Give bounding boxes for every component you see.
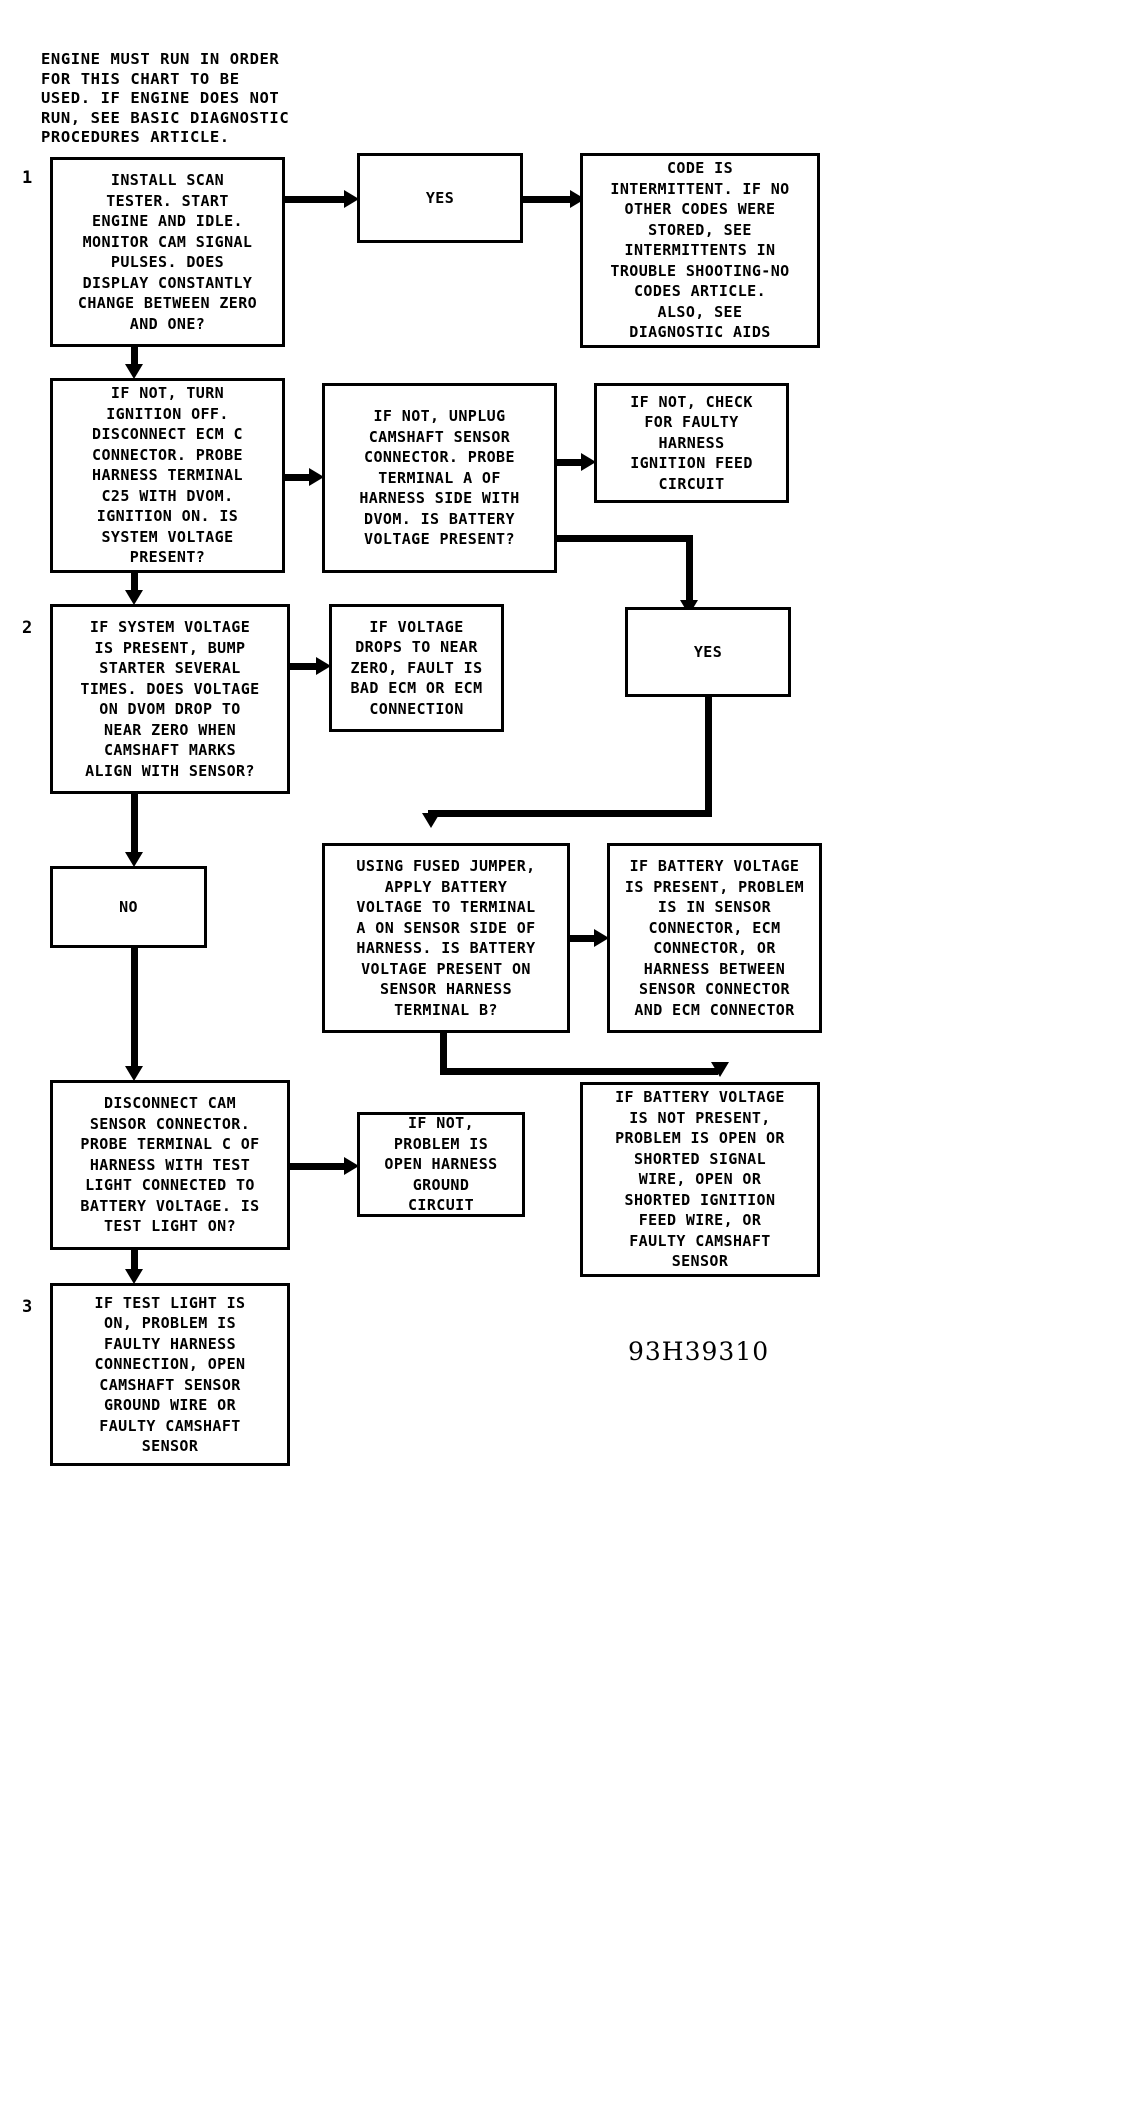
connector-n5-to-n6-line	[557, 459, 583, 466]
figure-code-label: 93H39310	[628, 1337, 770, 1366]
node-unplug-camshaft-sensor-connector[interactable]: IF NOT, UNPLUG CAMSHAFT SENSOR CONNECTOR…	[322, 383, 557, 573]
node-text: YES	[693, 642, 723, 661]
node-fused-jumper-apply-battery-voltage[interactable]: USING FUSED JUMPER, APPLY BATTERY VOLTAG…	[322, 843, 570, 1033]
connector-n5-to-yesmid-v	[686, 535, 693, 605]
connector-n4-to-n5-line	[285, 474, 311, 481]
connector-n5-to-n6-arrow	[581, 453, 596, 471]
step-marker-2: 2	[22, 618, 33, 638]
node-text: IF SYSTEM VOLTAGE IS PRESENT, BUMP START…	[80, 618, 260, 780]
node-bad-ecm-or-ecm-connection[interactable]: IF VOLTAGE DROPS TO NEAR ZERO, FAULT IS …	[329, 604, 504, 732]
node-yes-top[interactable]: YES	[357, 153, 523, 243]
connector-n13-to-n14-line	[290, 1163, 346, 1170]
connector-n7-to-no-arrow	[125, 852, 143, 867]
connector-n13-to-n16-arrow	[125, 1269, 143, 1284]
node-text: IF BATTERY VOLTAGE IS PRESENT, PROBLEM I…	[624, 857, 805, 1019]
connector-n1-to-n4-line	[131, 347, 138, 367]
connector-no-to-n13-arrow	[125, 1066, 143, 1081]
node-text: YES	[425, 188, 455, 207]
node-text: IF NOT, PROBLEM IS OPEN HARNESS GROUND C…	[384, 1114, 498, 1215]
connector-n11-to-n12-line	[570, 935, 596, 942]
connector-n11-to-n15-v	[440, 1033, 447, 1075]
connector-n13-to-n16-line	[131, 1250, 138, 1272]
node-text: IF BATTERY VOLTAGE IS NOT PRESENT, PROBL…	[615, 1088, 785, 1271]
node-text: USING FUSED JUMPER, APPLY BATTERY VOLTAG…	[356, 857, 536, 1019]
node-text: INSTALL SCAN TESTER. START ENGINE AND ID…	[77, 171, 258, 333]
connector-n4-to-n5-arrow	[309, 468, 324, 486]
connector-yesmid-to-n11-h	[428, 810, 712, 817]
node-disconnect-cam-sensor-connector[interactable]: DISCONNECT CAM SENSOR CONNECTOR. PROBE T…	[50, 1080, 290, 1250]
connector-n11-to-n15-h	[440, 1068, 718, 1075]
node-text: IF NOT, UNPLUG CAMSHAFT SENSOR CONNECTOR…	[359, 407, 520, 549]
node-bump-starter-several-times[interactable]: IF SYSTEM VOLTAGE IS PRESENT, BUMP START…	[50, 604, 290, 794]
connector-n4-to-n7-arrow	[125, 590, 143, 605]
node-text: IF NOT, TURN IGNITION OFF. DISCONNECT EC…	[92, 384, 243, 567]
node-probe-harness-terminal-c25[interactable]: IF NOT, TURN IGNITION OFF. DISCONNECT EC…	[50, 378, 285, 573]
node-text: IF NOT, CHECK FOR FAULTY HARNESS IGNITIO…	[630, 392, 753, 493]
node-text: DISCONNECT CAM SENSOR CONNECTOR. PROBE T…	[80, 1094, 260, 1236]
connector-n4-to-n7-line	[131, 573, 138, 593]
node-check-faulty-harness-ignition-feed[interactable]: IF NOT, CHECK FOR FAULTY HARNESS IGNITIO…	[594, 383, 789, 503]
node-install-scan-tester[interactable]: INSTALL SCAN TESTER. START ENGINE AND ID…	[50, 157, 285, 347]
step-marker-3: 3	[22, 1297, 33, 1317]
node-text: NO	[119, 897, 138, 916]
connector-n1-to-yes-arrow	[344, 190, 359, 208]
connector-n7-to-n8-line	[290, 663, 318, 670]
connector-n7-to-n8-arrow	[316, 657, 331, 675]
node-code-is-intermittent[interactable]: CODE IS INTERMITTENT. IF NO OTHER CODES …	[580, 153, 820, 348]
node-text: IF TEST LIGHT IS ON, PROBLEM IS FAULTY H…	[94, 1293, 246, 1456]
node-open-harness-ground-circuit[interactable]: IF NOT, PROBLEM IS OPEN HARNESS GROUND C…	[357, 1112, 525, 1217]
connector-yesmid-to-n11-arrow	[422, 813, 440, 828]
connector-n13-to-n14-arrow	[344, 1157, 359, 1175]
connector-n1-to-n4-arrow	[125, 364, 143, 379]
connector-n7-to-no-line	[131, 794, 138, 856]
connector-yesmid-to-n11-v	[705, 697, 712, 817]
connector-n5-to-yesmid-h	[557, 535, 693, 542]
node-test-light-on-faulty-harness[interactable]: IF TEST LIGHT IS ON, PROBLEM IS FAULTY H…	[50, 1283, 290, 1466]
connector-yes-to-n3-line	[523, 196, 573, 203]
node-battery-voltage-present-problem[interactable]: IF BATTERY VOLTAGE IS PRESENT, PROBLEM I…	[607, 843, 822, 1033]
connector-n11-to-n15-arrow	[711, 1062, 729, 1077]
node-text: IF VOLTAGE DROPS TO NEAR ZERO, FAULT IS …	[350, 617, 483, 718]
connector-n11-to-n12-arrow	[594, 929, 609, 947]
step-marker-1: 1	[22, 168, 33, 188]
connector-n1-to-yes-line	[285, 196, 345, 203]
chart-precondition-note: ENGINE MUST RUN IN ORDER FOR THIS CHART …	[41, 50, 290, 146]
connector-no-to-n13-line	[131, 948, 138, 1070]
node-battery-voltage-not-present-problem[interactable]: IF BATTERY VOLTAGE IS NOT PRESENT, PROBL…	[580, 1082, 820, 1277]
node-no-middle[interactable]: NO	[50, 866, 207, 948]
node-text: CODE IS INTERMITTENT. IF NO OTHER CODES …	[610, 159, 790, 342]
node-yes-middle[interactable]: YES	[625, 607, 791, 697]
